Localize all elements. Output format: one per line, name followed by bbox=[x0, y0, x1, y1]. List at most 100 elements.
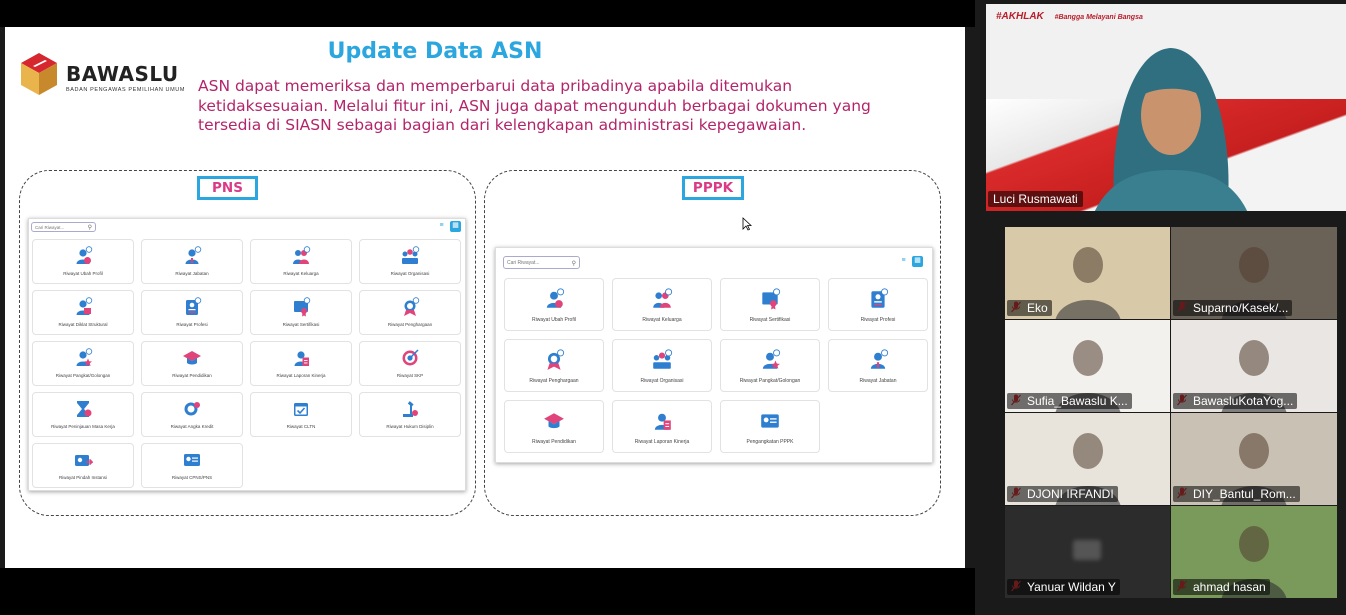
card-riwayat-pendidikan: Riwayat Pendidikan bbox=[504, 400, 604, 453]
card-label: Riwayat Jabatan bbox=[859, 378, 897, 384]
card-riwayat-laporan-kinerja: Riwayat Laporan Kinerja bbox=[612, 400, 712, 453]
gavel-icon bbox=[403, 401, 418, 417]
family-icon bbox=[653, 288, 673, 308]
card-riwayat-cpns-pns: Riwayat CPNS/PNS bbox=[141, 443, 243, 488]
list-view-icon: ≡ bbox=[901, 257, 906, 264]
group-icon bbox=[402, 246, 420, 264]
certificate-icon bbox=[762, 288, 781, 310]
participant-tile[interactable]: Yanuar Wildan Y bbox=[1005, 506, 1170, 598]
pppk-app-screenshot: Cari Riwayat... ⚲ ≡ ▦ Riwayat Ubah Profi… bbox=[495, 247, 933, 463]
card-label: Riwayat Keluarga bbox=[283, 271, 319, 276]
credit-icon bbox=[184, 402, 200, 416]
card-riwayat-ubah-profil: Riwayat Ubah Profil bbox=[32, 239, 134, 284]
participant-tile[interactable]: Sufia_Bawaslu K... bbox=[1005, 320, 1170, 412]
participant-tile[interactable]: BawasluKotaYog... bbox=[1171, 320, 1337, 412]
participant-name: Sufia_Bawaslu K... bbox=[1007, 393, 1132, 409]
card-label: Riwayat Peninjauan Masa Kerja bbox=[51, 424, 115, 429]
user-report-icon bbox=[294, 351, 309, 366]
card-riwayat-laporan-kinerja: Riwayat Laporan Kinerja bbox=[250, 341, 352, 386]
participant-tile[interactable]: Suparno/Kasek/... bbox=[1171, 227, 1337, 319]
pns-search-placeholder: Cari Riwayat... bbox=[35, 225, 65, 230]
graduation-cap-icon bbox=[544, 413, 564, 429]
card-label: Riwayat Penghargaan bbox=[529, 378, 579, 384]
certificate-icon bbox=[294, 297, 311, 317]
participant-tile[interactable]: Eko bbox=[1005, 227, 1170, 319]
card-label: Riwayat Organisasi bbox=[640, 378, 684, 384]
calendar-check-icon bbox=[294, 403, 308, 416]
card-riwayat-organisasi: Riwayat Organisasi bbox=[359, 239, 461, 284]
card-riwayat-keluarga: Riwayat Keluarga bbox=[250, 239, 352, 284]
card-label: Riwayat Pangkat/Golongan bbox=[739, 378, 801, 384]
card-label: Riwayat Keluarga bbox=[642, 317, 682, 323]
card-label: Riwayat Hukum Disiplin bbox=[386, 424, 434, 429]
user-star-icon bbox=[76, 348, 93, 366]
pppk-view-toggle: ≡ ▦ bbox=[898, 256, 923, 267]
slide-title: Update Data ASN bbox=[327, 39, 543, 64]
card-label: Riwayat Diklat Struktural bbox=[58, 322, 108, 327]
card-riwayat-diklat-struktural: Riwayat Diklat Struktural bbox=[32, 290, 134, 335]
camera-off-icon bbox=[1073, 540, 1101, 560]
logo-subtitle: BADAN PENGAWAS PEMILIHAN UMUM bbox=[66, 87, 186, 93]
pns-tag: PNS bbox=[197, 176, 258, 200]
speaker-person-icon bbox=[1094, 48, 1248, 211]
card-riwayat-skp: Riwayat SKP bbox=[359, 341, 461, 386]
participant-tile[interactable]: DJONI IRFANDI bbox=[1005, 413, 1170, 505]
card-label: Pengangkatan PPPK bbox=[746, 439, 794, 445]
card-riwayat-angka-kredit: Riwayat Angka Kredit bbox=[141, 392, 243, 437]
participant-tile[interactable]: ahmad hasan bbox=[1171, 506, 1337, 598]
participant-name: Suparno/Kasek/... bbox=[1173, 300, 1293, 316]
badge-card-icon bbox=[184, 454, 200, 466]
pppk-panel: PPPK Cari Riwayat... ⚲ ≡ ▦ Riwayat Ubah … bbox=[484, 170, 941, 516]
card-riwayat-sertifikasi: Riwayat Sertifikasi bbox=[250, 290, 352, 335]
pppk-search-placeholder: Cari Riwayat... bbox=[507, 260, 540, 266]
card-pengangkatan-pppk: Pengangkatan PPPK bbox=[720, 400, 820, 453]
participant-name: DIY_Bantul_Rom... bbox=[1173, 486, 1300, 502]
pns-search-input: Cari Riwayat... ⚲ bbox=[31, 222, 96, 232]
award-icon bbox=[404, 297, 420, 316]
hourglass-icon bbox=[77, 401, 92, 417]
participant-name: DJONI IRFANDI bbox=[1007, 486, 1118, 502]
card-riwayat-sertifikasi: Riwayat Sertifikasi bbox=[720, 278, 820, 331]
user-check-icon bbox=[546, 288, 565, 308]
grid-view-icon: ▦ bbox=[450, 221, 461, 232]
id-card-icon bbox=[186, 297, 202, 315]
award-icon bbox=[547, 349, 565, 370]
card-riwayat-pangkat-golongan: Riwayat Pangkat/Golongan bbox=[32, 341, 134, 386]
logo-name: BAWASLU bbox=[66, 62, 179, 86]
banner-akhlak-text: #AKHLAK bbox=[996, 11, 1044, 22]
card-label: Riwayat Ubah Profil bbox=[532, 317, 576, 323]
card-label: Riwayat Ubah Profil bbox=[63, 271, 103, 276]
card-riwayat-pindah-instansi: Riwayat Pindah Instansi bbox=[32, 443, 134, 488]
card-riwayat-profesi: Riwayat Profesi bbox=[828, 278, 928, 331]
speaker-name: Luci Rusmawati bbox=[988, 191, 1083, 207]
pns-panel: PNS Cari Riwayat... ⚲ ≡ ▦ Riwayat Ubah P… bbox=[19, 170, 476, 516]
card-riwayat-profesi: Riwayat Profesi bbox=[141, 290, 243, 335]
participant-name: BawasluKotaYog... bbox=[1173, 393, 1298, 409]
card-label: Riwayat Pendidikan bbox=[172, 373, 212, 378]
participant-name: Eko bbox=[1007, 300, 1052, 316]
bawaslu-logo: BAWASLU BADAN PENGAWAS PEMILIHAN UMUM bbox=[19, 51, 189, 99]
card-label: Riwayat Penghargaan bbox=[387, 322, 433, 327]
graduation-cap-icon bbox=[183, 351, 201, 365]
card-label: Riwayat CPNS/PNS bbox=[171, 475, 213, 480]
target-icon bbox=[402, 349, 419, 366]
card-label: Riwayat Pangkat/Golongan bbox=[55, 373, 111, 378]
slide-description: ASN dapat memeriksa dan memperbarui data… bbox=[198, 77, 871, 134]
list-view-icon: ≡ bbox=[439, 222, 444, 229]
participant-tile[interactable]: DIY_Bantul_Rom... bbox=[1171, 413, 1337, 505]
active-speaker-video[interactable]: #AKHLAK #Bangga Melayani Bangsa Luci Rus… bbox=[986, 4, 1346, 211]
pppk-search-input: Cari Riwayat... ⚲ bbox=[503, 256, 580, 269]
banner-bangga-text: #Bangga Melayani Bangsa bbox=[1054, 14, 1143, 21]
search-icon: ⚲ bbox=[571, 261, 576, 267]
pns-view-toggle: ≡ ▦ bbox=[436, 221, 461, 232]
card-riwayat-jabatan: Riwayat Jabatan bbox=[141, 239, 243, 284]
card-label: Riwayat Laporan Kinerja bbox=[634, 439, 690, 445]
card-riwayat-cltn: Riwayat CLTN bbox=[250, 392, 352, 437]
group-icon bbox=[653, 349, 673, 369]
card-riwayat-pangkat-golongan: Riwayat Pangkat/Golongan bbox=[720, 339, 820, 392]
participant-person-icon bbox=[1055, 247, 1121, 319]
shared-screen-slide: BAWASLU BADAN PENGAWAS PEMILIHAN UMUM Up… bbox=[5, 27, 965, 568]
card-label: Riwayat CLTN bbox=[286, 424, 316, 429]
card-riwayat-penghargaan: Riwayat Penghargaan bbox=[504, 339, 604, 392]
